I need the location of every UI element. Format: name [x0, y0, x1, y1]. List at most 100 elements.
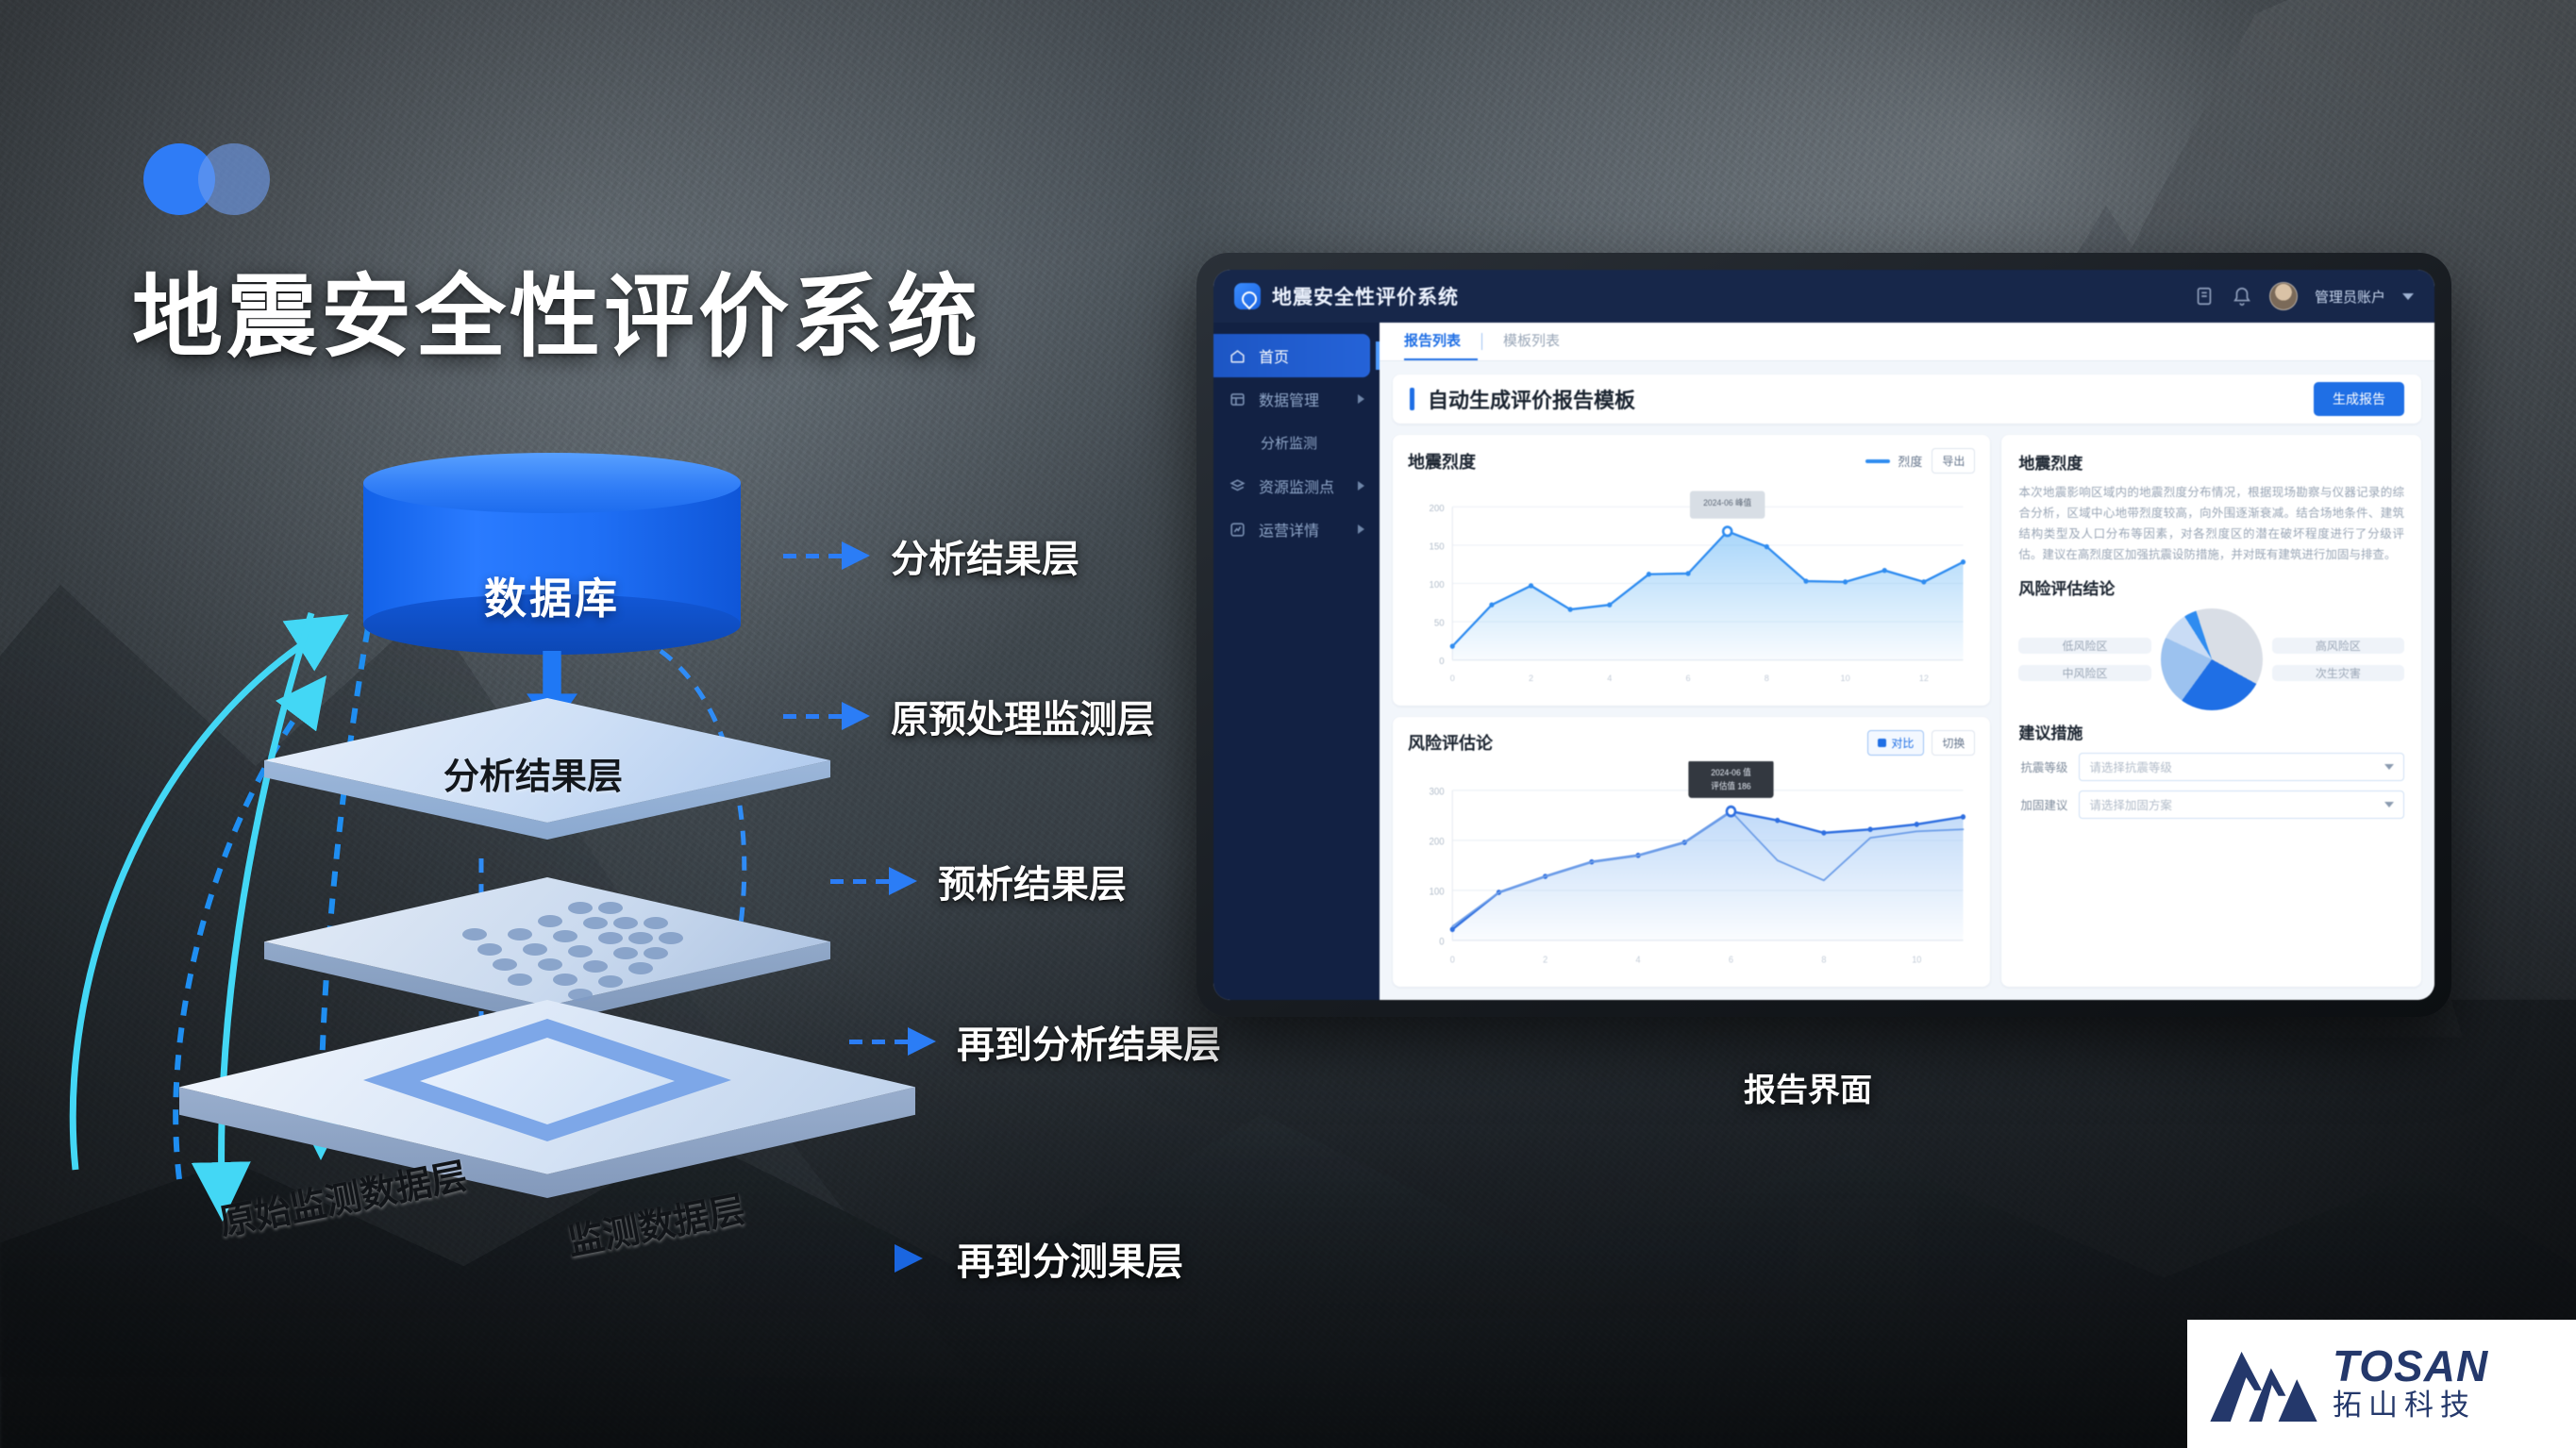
cylinder-bottom	[363, 594, 741, 655]
section-title-intensity: 地震烈度	[2018, 455, 2083, 473]
sidebar-item-label: 资源监测点	[1259, 480, 1335, 496]
sidebar-item-resources[interactable]: 资源监测点	[1213, 464, 1380, 508]
svg-text:6: 6	[1729, 955, 1733, 966]
avatar[interactable]	[2268, 282, 2298, 310]
mountain-icon	[2210, 1351, 2317, 1423]
dashed-arrow-icon	[849, 1027, 936, 1056]
sidebar-item-home[interactable]: 首页	[1213, 334, 1380, 377]
dashed-arrow-icon	[830, 867, 917, 895]
architecture-diagram: 数据库 分析结果层 原始监测数据层 监测数据层	[38, 415, 1208, 1311]
header-actions: 管理员账户	[2194, 282, 2414, 310]
risk-chip[interactable]: 低风险区	[2018, 637, 2151, 654]
svg-text:0: 0	[1450, 674, 1455, 683]
sidebar-item-data[interactable]: 数据管理	[1213, 377, 1380, 421]
svg-text:0: 0	[1439, 657, 1445, 667]
title-accent-bar	[1410, 388, 1414, 410]
risk-chip[interactable]: 高风险区	[2271, 637, 2404, 654]
section-title-measures: 建议措施	[2018, 724, 2083, 742]
chevron-down-icon[interactable]	[2402, 292, 2414, 300]
svg-text:4: 4	[1636, 955, 1642, 966]
generate-report-button[interactable]: 生成报告	[2314, 382, 2404, 416]
svg-text:100: 100	[1430, 887, 1445, 898]
export-button[interactable]: 导出	[1932, 448, 1976, 474]
reinforcement-select[interactable]: 请选择加固方案	[2079, 790, 2404, 819]
risk-pie-chart	[2160, 607, 2263, 710]
brand-logo-tosan: TOSAN 拓山科技	[2187, 1320, 2576, 1448]
shield-drop-icon	[1234, 283, 1261, 309]
page-title: 地震安全性评价系统	[132, 267, 981, 368]
tab-template-list[interactable]: 模板列表	[1503, 333, 1561, 349]
home-icon	[1230, 349, 1245, 363]
compare-button[interactable]: 对比	[1867, 729, 1925, 756]
callout-label: 再到分析结果层	[957, 1024, 1221, 1066]
callout-to-analysis: 再到分析结果层	[849, 1014, 1221, 1069]
tab-report-list[interactable]: 报告列表	[1404, 323, 1479, 360]
svg-text:8: 8	[1765, 674, 1769, 683]
risk-pie-row: 低风险区 中风险区 高风险区 次生灾害	[2018, 607, 2404, 710]
sidebar-item-operations[interactable]: 运营详情	[1213, 508, 1380, 551]
tablet-device: 地震安全性评价系统 管理员账户 首页	[1196, 253, 2451, 1017]
svg-text:150: 150	[1430, 541, 1446, 552]
database-cylinder: 数据库	[363, 453, 741, 656]
risk-chip[interactable]: 中风险区	[2018, 664, 2151, 681]
chevron-down-icon	[2384, 801, 2394, 807]
callout-label: 分析结果层	[891, 539, 1079, 580]
grid-dots	[406, 894, 689, 1001]
report-panel: 地震烈度 本次地震影响区域内的地震烈度分布情况，根据现场勘察与仪器记录的综合分析…	[2001, 435, 2421, 987]
solid-arrow-icon	[849, 1244, 936, 1273]
callout-label: 再到分测果层	[957, 1241, 1183, 1283]
callout-label: 预析结果层	[938, 864, 1127, 906]
risk-chip[interactable]: 次生灾害	[2271, 664, 2404, 681]
brand-circles-logo	[143, 143, 285, 215]
chevron-right-icon	[1358, 481, 1364, 491]
section-title-risk: 风险评估结论	[2018, 579, 2116, 598]
svg-text:2024-06 峰值: 2024-06 峰值	[1703, 497, 1751, 508]
card-header: 风险评估论 对比 切换	[1408, 729, 1976, 756]
select-value: 请选择抗震等级	[2089, 761, 2172, 774]
page-header-bar: 自动生成评价报告模板 生成报告	[1393, 374, 2421, 424]
user-name[interactable]: 管理员账户	[2314, 289, 2385, 306]
card-title: 地震烈度	[1408, 452, 1476, 472]
switch-button[interactable]: 切换	[1932, 729, 1976, 756]
callout-to-measure: 再到分测果层	[849, 1231, 1183, 1286]
section-text-intensity: 本次地震影响区域内的地震烈度分布情况，根据现场勘察与仪器记录的综合分析，区域中心…	[2018, 486, 2404, 561]
tab-bar: 报告列表 模板列表	[1380, 323, 2434, 361]
legend-label: 烈度	[1898, 455, 1923, 469]
svg-text:200: 200	[1430, 504, 1446, 514]
svg-text:2: 2	[1543, 955, 1547, 966]
field-label: 加固建议	[2020, 799, 2068, 812]
layer-label-analysis: 分析结果层	[443, 757, 624, 797]
database-label: 数据库	[483, 574, 620, 623]
sidebar-item-monitor[interactable]: 分析监测	[1213, 421, 1380, 464]
chevron-down-icon	[2384, 763, 2394, 770]
square-icon	[1878, 738, 1887, 747]
svg-text:0: 0	[1439, 937, 1445, 948]
svg-text:2024-06 值: 2024-06 值	[1711, 766, 1750, 777]
seismic-grade-select[interactable]: 请选择抗震等级	[2079, 752, 2404, 781]
brand-wordmark: TOSAN 拓山科技	[2333, 1344, 2488, 1424]
report-icon	[1230, 522, 1245, 537]
svg-text:100: 100	[1430, 580, 1446, 591]
layer-plate-analysis	[264, 698, 830, 840]
svg-text:12: 12	[1919, 674, 1929, 683]
svg-text:8: 8	[1821, 955, 1826, 966]
app-header: 地震安全性评价系统 管理员账户	[1213, 270, 2434, 323]
sidebar-item-label: 数据管理	[1259, 393, 1320, 409]
callout-label: 原预处理监测层	[891, 699, 1155, 741]
svg-text:4: 4	[1607, 674, 1612, 683]
dashed-arrow-icon	[783, 541, 870, 570]
bell-icon[interactable]	[2232, 286, 2252, 307]
form-row-reinforce: 加固建议 请选择加固方案	[2018, 790, 2404, 819]
database-icon	[1230, 392, 1245, 406]
svg-text:2: 2	[1529, 674, 1533, 683]
brand-name-en: TOSAN	[2333, 1340, 2489, 1390]
document-icon[interactable]	[2194, 286, 2215, 307]
logo-circle-secondary	[198, 143, 270, 215]
layers-icon	[1229, 478, 1246, 491]
dashed-arrow-icon	[783, 702, 870, 730]
card-title: 风险评估论	[1408, 734, 1493, 753]
chevron-right-icon	[1358, 524, 1364, 534]
